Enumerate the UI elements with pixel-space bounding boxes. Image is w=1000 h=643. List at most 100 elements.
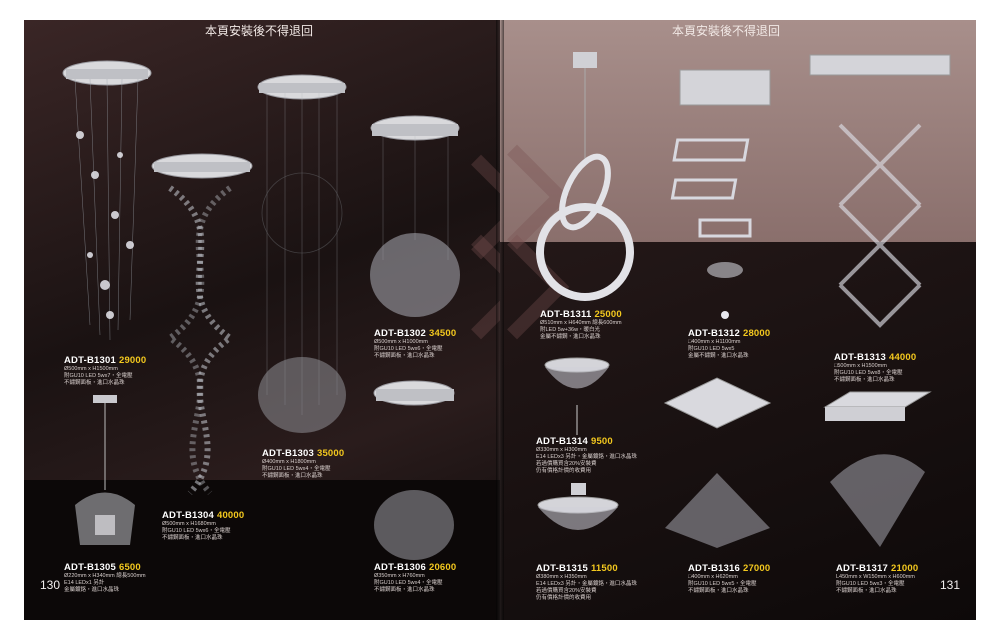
- chandelier-b1317-image: [823, 391, 932, 547]
- product-price: 21000: [890, 563, 919, 574]
- product-code: ADT-B1304: [162, 510, 214, 521]
- chandelier-b1303-image: [257, 74, 347, 433]
- product-spec-line: Ø510mm x H640mm 總長600mm: [540, 320, 622, 326]
- chandelier-b1311-image: [536, 52, 634, 301]
- left-page-notice: 本頁安裝後不得退回: [205, 24, 314, 38]
- chandelier-b1306-image: [373, 380, 455, 560]
- product-price: 27000: [742, 563, 771, 574]
- left-page-number: 130: [40, 578, 61, 592]
- product-price: 34500: [428, 328, 457, 339]
- product-spec-line: 附GU10 LED 5wx3・全電壓: [836, 581, 905, 587]
- product-spec-line: 附GU10 LED 5wx8・全電壓: [834, 370, 903, 376]
- product-spec-line: 金屬不鏽鋼・進口水晶珠: [540, 334, 601, 340]
- product-code: ADT-B1306: [374, 562, 426, 573]
- page-gutter: [496, 20, 504, 620]
- product-spec-line: □400mm x H1100mm: [688, 339, 741, 345]
- product-price: 28000: [742, 328, 771, 339]
- right-page-notice: 本頁安裝後不得退回: [672, 24, 781, 38]
- chandelier-b1304-image: [151, 153, 253, 496]
- product-spec-line: 不鏽鋼面板・進口水晶珠: [688, 588, 749, 594]
- chandelier-b1314-image: [544, 357, 610, 435]
- product-code: ADT-B1301: [64, 355, 116, 366]
- product-price: 20600: [428, 562, 457, 573]
- product-spec-line: 附GU10 LED 5wx4・全電壓: [262, 466, 331, 472]
- product-spec-line: 附GU10 LED 5wx5・全電壓: [688, 581, 757, 587]
- product-spec-line: 若過價購買含20%安裝費: [536, 461, 597, 467]
- product-spec-line: E14 LEDx1 另計: [64, 580, 105, 586]
- right-page-number: 131: [940, 578, 961, 592]
- product-price: 35000: [316, 448, 345, 459]
- chandelier-b1305-image: [75, 395, 135, 545]
- chandelier-b1312-image: [670, 69, 771, 319]
- product-spec-line: 不鏽鋼面板・進口水晶珠: [374, 353, 435, 359]
- product-spec-line: □500mm x H1500mm: [834, 363, 887, 369]
- product-spec-line: 附GU10 LED 5wx4・全電壓: [374, 580, 443, 586]
- product-spec-line: Ø350mm x H760mm: [374, 573, 425, 579]
- product-code: ADT-B1303: [262, 448, 314, 459]
- product-price: 6500: [118, 562, 141, 573]
- product-spec-line: 仍有價格計價的收費用: [536, 595, 592, 601]
- product-price: 29000: [118, 355, 147, 366]
- product-code: ADT-B1315: [536, 563, 588, 574]
- chandelier-b1315-image: [537, 483, 619, 530]
- product-spec-line: Ø500mm x H1000mm: [374, 339, 428, 345]
- product-code: ADT-B1317: [836, 563, 888, 574]
- product-spec-line: 不鏽鋼面板・進口水晶珠: [834, 377, 895, 383]
- product-spec-line: L450mm x W150mm x H600mm: [836, 574, 915, 580]
- product-code: ADT-B1313: [834, 352, 886, 363]
- chandelier-b1313-image: [809, 54, 951, 328]
- product-spec-line: 不鏽鋼面板・進口水晶珠: [162, 535, 223, 541]
- product-spec-line: E14 LEDx3 另計・金屬鍍鉻・進口水晶珠: [536, 454, 637, 460]
- product-spec-line: Ø500mm x H1680mm: [162, 521, 216, 527]
- product-spec-line: Ø500mm x H1500mm: [64, 366, 118, 372]
- product-spec-line: 仍有價格計價的收費用: [536, 468, 592, 474]
- product-spec-line: 不鏽鋼面板・進口水晶珠: [64, 380, 125, 386]
- product-spec-line: Ø330mm x H300mm: [536, 447, 587, 453]
- chandelier-b1302-image: [370, 115, 460, 317]
- product-code: ADT-B1312: [688, 328, 740, 339]
- product-price: 44000: [888, 352, 917, 363]
- product-spec-line: 不鏽鋼面板・進口水晶珠: [836, 588, 897, 594]
- product-spec-line: 附LED 5w+36w・暖白光: [540, 327, 601, 333]
- right-bottom-band: [500, 242, 976, 620]
- chandelier-b1301-image: [62, 60, 152, 341]
- product-spec-line: 金屬不鏽鋼・進口水晶珠: [688, 353, 749, 359]
- product-price: 25000: [594, 309, 622, 320]
- product-spec-line: Ø380mm x H350mm: [536, 574, 587, 580]
- product-spec-line: 附GU10 LED 5wx7・全電壓: [64, 373, 133, 379]
- product-spec-line: E14 LEDx3 另計・金屬鍍鉻・進口水晶珠: [536, 581, 637, 587]
- product-price: 11500: [590, 563, 618, 574]
- product-spec-line: Ø220mm x H340mm 總長500mm: [64, 573, 146, 579]
- product-spec-line: 不鏽鋼面板・進口水晶珠: [374, 587, 435, 593]
- product-code: ADT-B1316: [688, 563, 740, 574]
- chandelier-b1316-image: [663, 377, 772, 548]
- product-spec-line: Ø400mm x H1800mm: [262, 459, 316, 465]
- product-code: ADT-B1311: [540, 309, 592, 320]
- product-price: 9500: [590, 436, 613, 447]
- product-price: 40000: [216, 510, 245, 521]
- product-spec-line: 附GU10 LED 5wx6・全電壓: [374, 346, 443, 352]
